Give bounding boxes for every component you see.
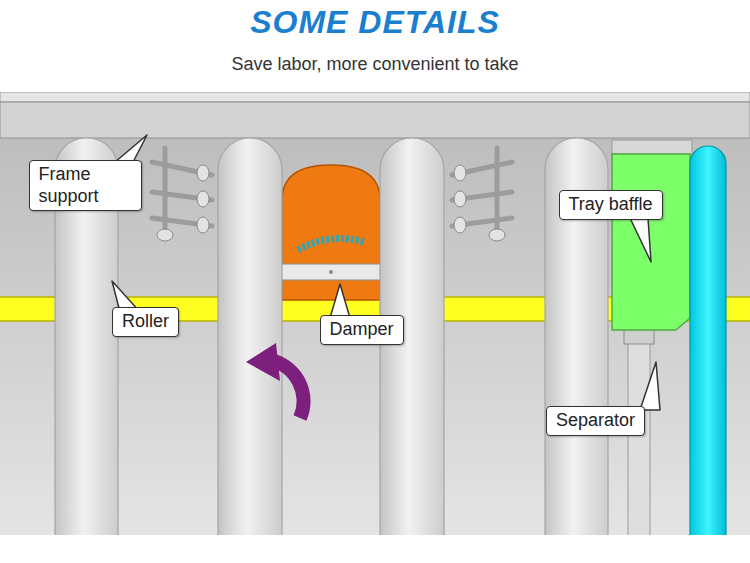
page-subtitle: Save labor, more convenient to take — [0, 54, 750, 75]
callout-label: Damper — [330, 319, 394, 341]
left-nuts — [157, 165, 209, 241]
callout-box: Frame support — [29, 160, 142, 211]
callout-tails — [108, 135, 660, 410]
callout-box: Damper — [320, 315, 404, 345]
damper-plate — [280, 264, 382, 280]
cyan-roller — [690, 146, 726, 535]
callout-label: Roller — [122, 311, 169, 333]
right-nuts — [454, 165, 505, 241]
plate-screw — [329, 270, 333, 274]
rotation-arrowhead — [246, 343, 280, 381]
frame-beam — [0, 102, 750, 138]
machine-panel — [0, 92, 750, 535]
callout-box: Separator — [546, 406, 645, 436]
baffle-bracket — [612, 140, 692, 154]
callout-label: Frame support — [39, 164, 132, 207]
tray-baffle-plate — [612, 154, 690, 330]
callout-box: Tray baffle — [559, 190, 663, 220]
right-bolts — [452, 148, 512, 235]
left-bolts — [152, 148, 212, 235]
callout-label: Separator — [556, 410, 635, 432]
page-title: SOME DETAILS — [0, 4, 750, 41]
callout-box: Roller — [112, 307, 179, 337]
damper-arc — [298, 238, 364, 250]
callout-label: Tray baffle — [569, 194, 653, 216]
top-rail — [0, 92, 750, 102]
